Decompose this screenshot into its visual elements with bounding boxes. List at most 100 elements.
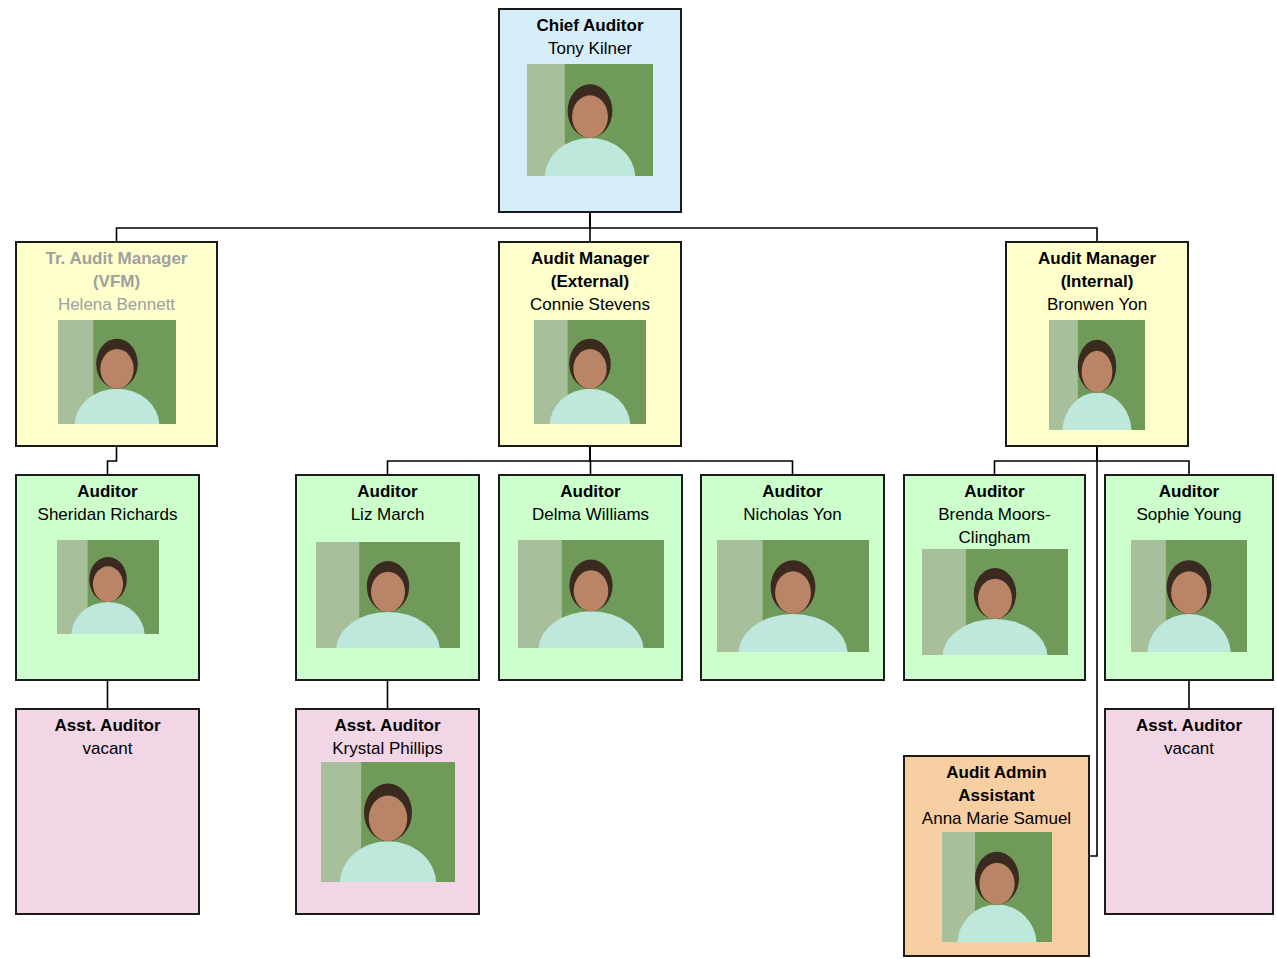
photo-hair — [568, 84, 613, 138]
photo-face — [979, 863, 1014, 905]
staff-name: Liz March — [351, 503, 425, 526]
portrait-photo — [717, 540, 869, 652]
org-box: AuditorSophie Young — [1104, 474, 1274, 681]
job-title: Tr. Audit Manager (VFM) — [20, 247, 213, 293]
photo-shoulders — [71, 602, 144, 634]
reporting-line — [590, 447, 793, 474]
reporting-line — [108, 447, 117, 474]
portrait-photo — [518, 540, 664, 648]
photo-shoulders — [1062, 393, 1131, 430]
photo-hair — [975, 852, 1019, 905]
org-box: Asst. AuditorKrystal Phillips — [295, 708, 480, 915]
photo-shoulders — [550, 389, 631, 424]
staff-name: Helena Bennett — [58, 293, 175, 316]
photo-hair — [364, 784, 412, 842]
photo-face — [1082, 351, 1113, 393]
job-title: Asst. Auditor — [54, 714, 160, 737]
portrait-photo — [321, 762, 455, 882]
job-title: Auditor — [964, 480, 1024, 503]
org-box: Audit Manager (Internal)Bronwen Yon — [1005, 241, 1189, 447]
portrait-photo — [1049, 320, 1145, 430]
photo-face — [371, 572, 405, 612]
org-box: Asst. Auditorvacant — [15, 708, 200, 915]
photo-hair — [973, 568, 1015, 619]
job-title: Auditor — [357, 480, 417, 503]
photo-face — [1171, 571, 1207, 614]
photo-hair — [1078, 340, 1116, 393]
staff-name: Bronwen Yon — [1047, 293, 1147, 316]
photo-face — [100, 349, 133, 389]
job-title: Audit Manager (External) — [503, 247, 677, 293]
job-title: Auditor — [1159, 480, 1219, 503]
reporting-line — [1188, 681, 1190, 708]
photo-shoulders — [336, 612, 440, 648]
org-box: Audit Admin AssistantAnna Marie Samuel — [903, 755, 1090, 957]
photo-hair — [770, 560, 815, 614]
portrait-photo — [527, 64, 653, 176]
staff-name: Brenda Moors-Clingham — [908, 503, 1081, 549]
photo-shoulders — [339, 841, 435, 882]
photo-shoulders — [738, 614, 847, 652]
org-box: Chief AuditorTony Kilner — [498, 8, 682, 213]
staff-name: vacant — [82, 737, 132, 760]
reporting-line — [1097, 447, 1189, 474]
photo-shoulders — [74, 389, 159, 424]
org-box: Asst. Auditorvacant — [1104, 708, 1274, 915]
staff-name: Krystal Phillips — [332, 737, 443, 760]
org-box: Audit Manager (External)Connie Stevens — [498, 241, 682, 447]
photo-hair — [569, 559, 612, 611]
job-title: Asst. Auditor — [334, 714, 440, 737]
portrait-photo — [534, 320, 646, 424]
staff-name: Sheridan Richards — [38, 503, 178, 526]
org-box: AuditorSheridan Richards — [15, 474, 200, 681]
reporting-line — [995, 447, 1098, 474]
staff-name: Delma Williams — [532, 503, 649, 526]
photo-face — [573, 349, 606, 389]
org-box: AuditorNicholas Yon — [700, 474, 885, 681]
photo-face — [775, 571, 811, 614]
portrait-photo — [922, 549, 1068, 655]
job-title: Audit Admin Assistant — [908, 761, 1085, 807]
photo-hair — [366, 561, 408, 612]
job-title: Auditor — [560, 480, 620, 503]
job-title: Chief Auditor — [536, 14, 643, 37]
portrait-photo — [58, 320, 176, 424]
portrait-photo — [1131, 540, 1247, 652]
reporting-line — [117, 213, 591, 241]
photo-shoulders — [957, 905, 1036, 942]
portrait-photo — [942, 832, 1052, 942]
portrait-photo — [316, 542, 460, 648]
org-box: AuditorDelma Williams — [498, 474, 683, 681]
org-box: AuditorLiz March — [295, 474, 480, 681]
staff-name: Anna Marie Samuel — [922, 807, 1071, 830]
reporting-line — [1090, 447, 1097, 856]
job-title: Audit Manager (Internal) — [1010, 247, 1184, 293]
photo-hair — [96, 339, 138, 389]
photo-face — [572, 95, 608, 138]
reporting-line — [387, 681, 389, 708]
staff-name: Tony Kilner — [548, 37, 632, 60]
reporting-line — [107, 681, 109, 708]
staff-name: Nicholas Yon — [743, 503, 841, 526]
reporting-line — [590, 213, 1097, 241]
photo-hair — [569, 339, 611, 389]
reporting-line — [388, 447, 591, 474]
staff-name: Sophie Young — [1137, 503, 1242, 526]
photo-face — [92, 566, 122, 602]
job-title: Asst. Auditor — [1136, 714, 1242, 737]
job-title: Auditor — [77, 480, 137, 503]
photo-hair — [89, 557, 127, 602]
photo-face — [368, 796, 406, 842]
photo-shoulders — [942, 619, 1047, 655]
org-box: Tr. Audit Manager (VFM)Helena Bennett — [15, 241, 218, 447]
photo-face — [573, 570, 608, 611]
org-box: AuditorBrenda Moors-Clingham — [903, 474, 1086, 681]
staff-name: Connie Stevens — [530, 293, 650, 316]
portrait-photo — [57, 540, 159, 634]
photo-shoulders — [1147, 614, 1231, 652]
job-title: Auditor — [762, 480, 822, 503]
photo-face — [978, 579, 1012, 619]
staff-name: vacant — [1164, 737, 1214, 760]
photo-shoulders — [545, 138, 636, 176]
